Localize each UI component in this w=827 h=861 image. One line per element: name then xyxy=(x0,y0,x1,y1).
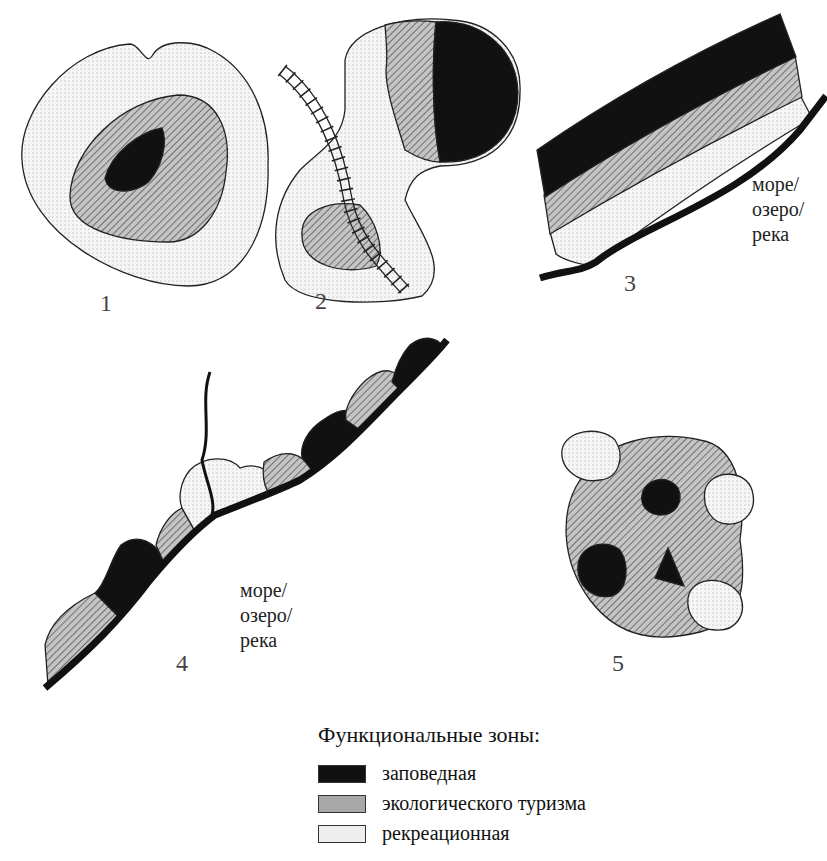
legend-swatch xyxy=(318,795,366,813)
scheme-number: 5 xyxy=(612,650,624,677)
legend-text: рекреационная xyxy=(382,822,509,845)
legend-text: заповедная xyxy=(382,762,476,785)
water-label: море/ озеро/ река xyxy=(752,172,822,247)
legend-row: экологического туризма xyxy=(318,792,586,815)
legend-text: экологического туризма xyxy=(382,792,586,815)
legend-row: заповедная xyxy=(318,762,476,785)
scheme-number: 3 xyxy=(624,270,636,297)
scheme-number: 1 xyxy=(100,290,112,317)
legend-swatch xyxy=(318,825,366,843)
legend-swatch xyxy=(318,765,366,783)
scheme-number: 2 xyxy=(315,288,327,315)
legend-title: Функциональные зоны: xyxy=(318,722,540,748)
water-label: море/ озеро/ река xyxy=(240,578,310,653)
legend-row: рекреационная xyxy=(318,822,509,845)
scheme-number: 4 xyxy=(176,650,188,677)
